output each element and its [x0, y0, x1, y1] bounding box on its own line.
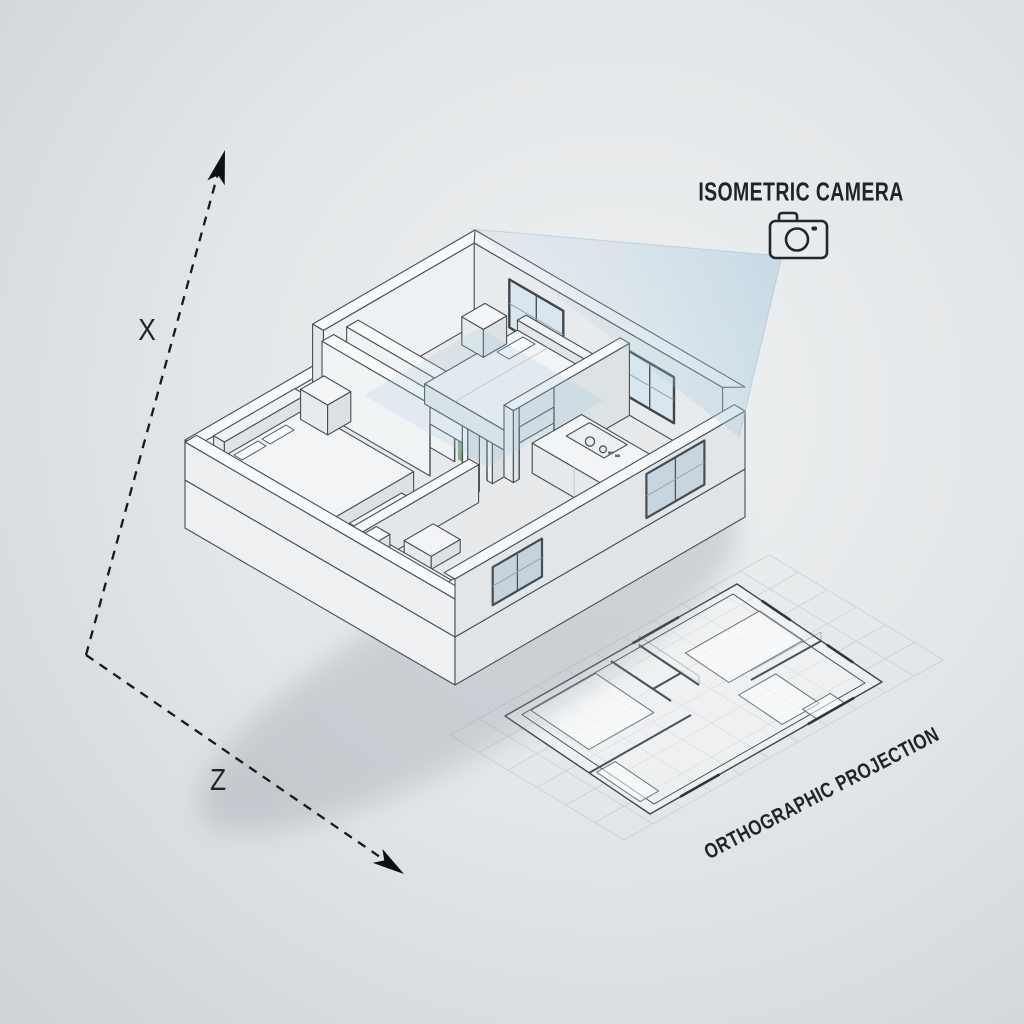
- camera-frustum: [469, 228, 783, 438]
- axis-z: [85, 654, 404, 874]
- window-living: [491, 537, 544, 607]
- coffee-table: [403, 523, 461, 570]
- isometric-camera-label: ISOMETRIC CAMERA: [698, 176, 904, 207]
- x-axis-arrow: [207, 150, 225, 186]
- cone-floor-wash: [363, 328, 604, 468]
- grid-line: [623, 659, 944, 841]
- grid-line: [536, 607, 857, 788]
- nightstand-1: [300, 375, 352, 436]
- wall-front-right: [443, 404, 746, 638]
- plan-sofa: [596, 761, 660, 803]
- grid-line: [768, 554, 944, 660]
- bed1-pillow: [233, 440, 267, 461]
- nightstand-2: [461, 302, 508, 358]
- plan-bed-2: [684, 610, 804, 683]
- axis-x-label: X: [138, 312, 156, 347]
- axis-x: [84, 150, 225, 656]
- plan-interior-walls: [588, 640, 822, 774]
- orthographic-plan: [504, 583, 883, 815]
- plan-furniture: [530, 610, 846, 803]
- z-axis-arrow: [372, 848, 404, 874]
- window-sink: [645, 439, 706, 520]
- bed1-pillow: [261, 424, 295, 445]
- cooktop: [565, 422, 628, 459]
- bed2-pillow: [496, 336, 536, 360]
- axis-z-label: Z: [209, 762, 227, 797]
- camera-icon: [768, 211, 829, 260]
